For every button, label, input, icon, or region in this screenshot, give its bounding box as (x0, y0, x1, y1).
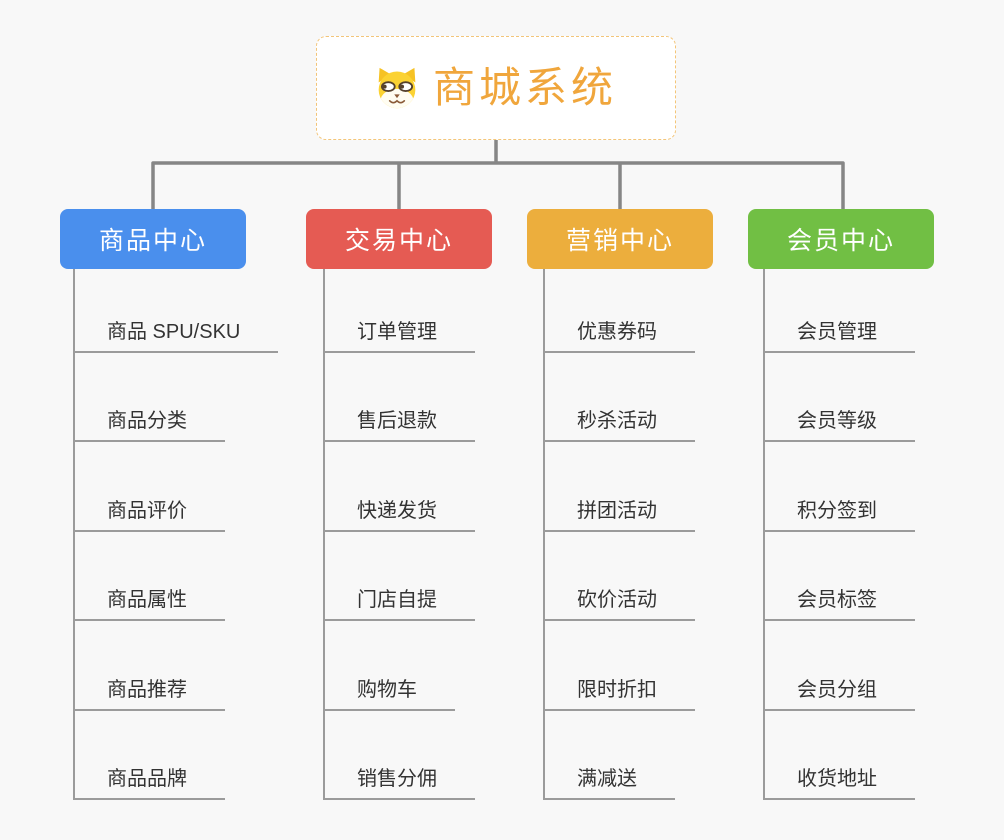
branch-children-trade-center: 订单管理 售后退款 快递发货 门店自提 购物车 销售分佣 (323, 269, 475, 800)
root-title: 商城系统 (432, 64, 617, 111)
branch-children-product-center: 商品 SPU/SKU 商品分类 商品评价 商品属性 商品推荐 商品品牌 (73, 269, 279, 800)
sub-topic[interactable]: 销售分佣 (325, 711, 475, 800)
branch-children-member-center: 会员管理 会员等级 积分签到 会员标签 会员分组 收货地址 (763, 269, 915, 800)
sub-topic[interactable]: 门店自提 (325, 532, 475, 622)
sub-topic[interactable]: 售后退款 (325, 353, 475, 443)
branch-node-member-center[interactable]: 会员中心 (748, 209, 934, 269)
sub-topic[interactable]: 会员分组 (765, 621, 915, 711)
sub-topic[interactable]: 会员标签 (765, 532, 915, 622)
sub-topic[interactable]: 拼团活动 (545, 442, 695, 532)
branch-label: 商品中心 (98, 227, 207, 255)
branch-node-product-center[interactable]: 商品中心 (60, 209, 246, 269)
sub-topic[interactable]: 商品分类 (75, 353, 225, 443)
branch-node-trade-center[interactable]: 交易中心 (306, 209, 492, 269)
branch-label: 会员中心 (786, 227, 895, 255)
sub-topic[interactable]: 收货地址 (765, 711, 915, 800)
dog-face-icon (378, 67, 416, 109)
sub-topic[interactable]: 商品评价 (75, 442, 225, 532)
sub-topic[interactable]: 商品属性 (75, 532, 225, 622)
branch-children-marketing-center: 优惠券码 秒杀活动 拼团活动 砍价活动 限时折扣 满减送 (543, 269, 695, 800)
branch-node-marketing-center[interactable]: 营销中心 (527, 209, 713, 269)
sub-topic[interactable]: 商品品牌 (75, 711, 225, 800)
root-node[interactable]: 商城系统 (316, 36, 676, 140)
sub-topic[interactable]: 限时折扣 (545, 621, 695, 711)
sub-topic[interactable]: 快递发货 (325, 442, 475, 532)
sub-topic[interactable]: 满减送 (545, 711, 675, 800)
branch-label: 交易中心 (344, 227, 453, 255)
sub-topic[interactable]: 商品推荐 (75, 621, 225, 711)
sub-topic[interactable]: 商品 SPU/SKU (75, 269, 279, 353)
sub-topic[interactable]: 会员等级 (765, 353, 915, 443)
sub-topic[interactable]: 会员管理 (765, 269, 915, 353)
sub-topic[interactable]: 秒杀活动 (545, 353, 695, 443)
sub-topic[interactable]: 购物车 (325, 621, 455, 711)
sub-topic[interactable]: 订单管理 (325, 269, 475, 353)
sub-topic[interactable]: 优惠券码 (545, 269, 695, 353)
sub-topic[interactable]: 砍价活动 (545, 532, 695, 622)
branch-label: 营销中心 (565, 227, 674, 255)
sub-topic[interactable]: 积分签到 (765, 442, 915, 532)
